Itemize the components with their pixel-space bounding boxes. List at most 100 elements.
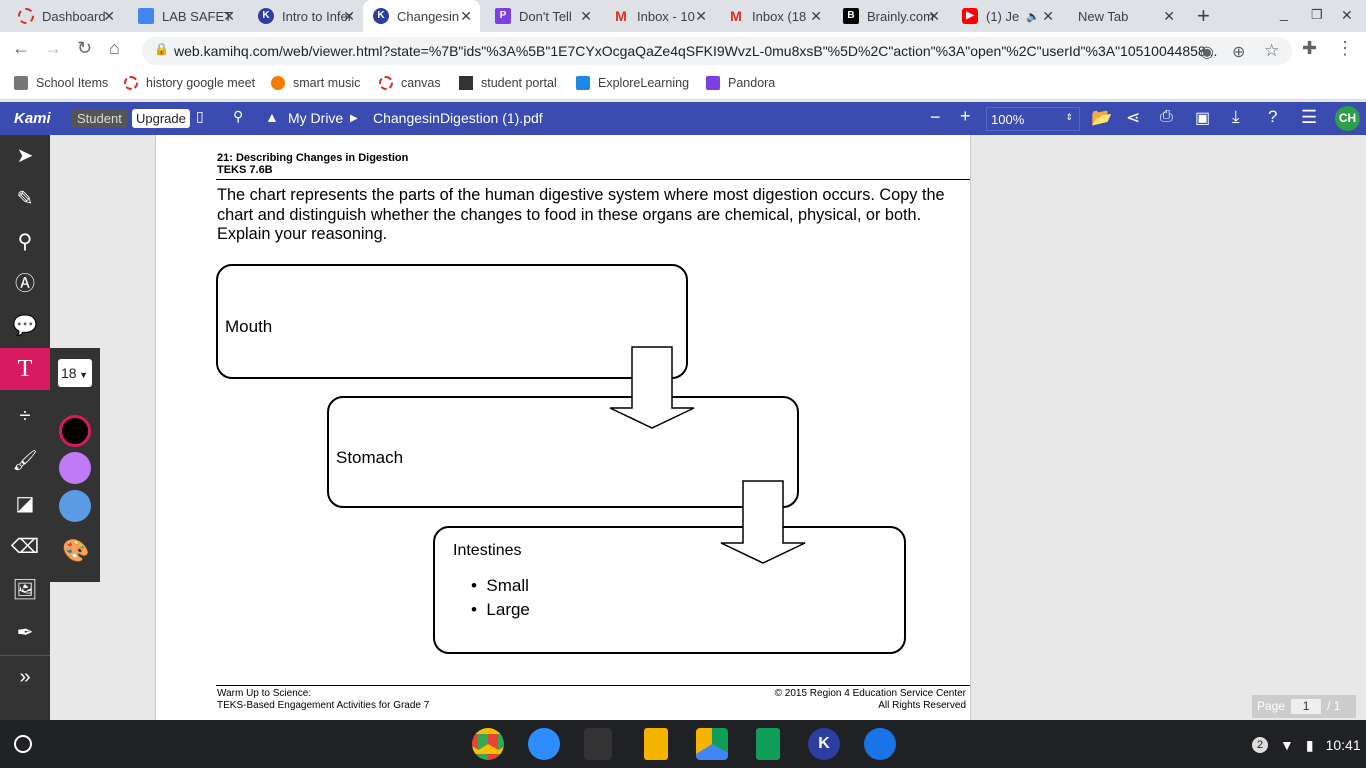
kami-app-icon[interactable]: K [808,728,840,760]
sheets-app-icon[interactable] [756,728,780,760]
intestines-box [433,526,906,654]
kami-logo: Kami [14,110,51,127]
bookmark-pandora[interactable]: Pandora [706,76,775,90]
help-icon[interactable]: ? [1268,107,1278,126]
close-icon[interactable]: ✕ [343,7,355,24]
tab-dashboard[interactable]: Dashboard✕ [8,0,123,32]
arrow-down-icon [609,346,695,429]
my-drive-link[interactable]: My Drive [288,110,344,126]
zoom-select[interactable]: 100%⇕ [986,107,1080,131]
dictionary-tool-icon[interactable]: ⚲ [17,231,33,253]
image-tool-icon[interactable]: 🖼 [12,579,38,601]
canvas-icon [18,8,34,24]
close-icon[interactable]: ✕ [1042,7,1054,24]
files-app-icon[interactable] [864,728,896,760]
extensions-icon[interactable]: ✚ [1302,38,1318,58]
new-tab-button[interactable]: + [1197,3,1210,28]
color-swatch-purple[interactable] [59,452,91,484]
launcher-icon[interactable] [14,735,32,753]
expand-icon[interactable]: » [0,655,50,697]
mouth-box [216,264,688,379]
markup-tool-icon[interactable]: Ⓐ [15,273,35,295]
folder-open-icon[interactable]: 📂 [1091,108,1113,127]
menu-icon[interactable]: ⋮ [1336,38,1354,58]
highlight-tool-icon[interactable]: ✎ [16,188,34,210]
bookmark-smart-music[interactable]: smart music [271,76,360,90]
color-swatch-blue[interactable] [59,490,91,522]
signature-tool-icon[interactable]: ✒ [16,622,34,644]
slides-app-icon[interactable] [644,728,668,760]
add-icon[interactable]: ⊕ [1232,44,1246,61]
close-icon[interactable]: ✕ [580,7,592,24]
upgrade-button[interactable]: Upgrade [132,109,190,128]
search-icon[interactable]: ⚲ [233,108,244,124]
system-tray[interactable]: 2 ▼▮ 10:41 [1252,732,1366,758]
back-icon[interactable]: ← [12,38,30,58]
close-window-button[interactable]: ✕ [1341,7,1353,23]
bookmark-canvas[interactable]: canvas [379,76,441,90]
drive-app-icon[interactable] [696,728,728,760]
bookmarks-bar: School Items history google meet smart m… [0,68,1366,100]
tab-new[interactable]: New Tab ✕ [1068,0,1183,32]
location-icon[interactable]: ◉ [1200,44,1214,61]
sidebar-toggle-icon[interactable]: ▯ [196,108,204,124]
close-icon[interactable]: ✕ [103,7,115,24]
file-name: ChangesinDigestion (1).pdf [373,110,543,126]
reload-icon[interactable]: ↻ [77,38,93,58]
tab-youtube[interactable]: ▶(1) Je🔈✕ [952,0,1062,32]
close-icon[interactable]: ✕ [460,7,472,24]
url-field[interactable]: 🔒web.kamihq.com/web/viewer.html?state=%7… [142,37,1292,65]
page-navigator: Page 1 / 1 [1252,695,1356,718]
student-badge: Student [72,109,127,128]
canvas-icon [379,76,393,90]
draw-tool-icon[interactable]: 🖌 [12,450,38,472]
close-icon[interactable]: ✕ [928,7,940,24]
print-icon[interactable]: ⎙ [1160,108,1173,125]
smartmusic-icon [271,76,285,90]
tab-title: Inbox - 10 [637,8,695,24]
close-icon[interactable]: ✕ [695,7,707,24]
chrome-app-icon[interactable] [472,728,504,760]
shapes-tool-icon[interactable]: ◪ [15,493,35,515]
calculator-app-icon[interactable] [584,728,612,760]
equation-tool-icon[interactable]: ÷ [19,405,31,427]
close-icon[interactable]: ✕ [810,7,822,24]
download-icon[interactable]: ⤓ [1232,107,1240,126]
bookmark-explorelearning[interactable]: ExploreLearning [576,76,689,90]
close-icon[interactable]: ✕ [1163,7,1175,24]
comment-tool-icon[interactable]: 💬 [12,315,38,337]
zoom-out-button[interactable]: − [930,107,941,127]
tab-title: New Tab [1078,8,1129,24]
zoom-in-button[interactable]: + [960,106,971,126]
forward-icon[interactable]: → [44,38,62,58]
home-icon[interactable]: ⌂ [109,38,120,58]
footer-right: All Rights Reserved [878,700,966,711]
page-input[interactable]: 1 [1291,699,1322,714]
text-tool-icon[interactable]: T [0,348,50,390]
restore-button[interactable]: ❐ [1311,7,1323,22]
zoom-app-icon[interactable] [528,728,560,760]
font-size-select[interactable]: 18 ▼ [58,359,92,387]
bookmark-school-items[interactable]: School Items [14,76,108,90]
bookmark-history[interactable]: history google meet [124,76,255,90]
star-icon[interactable]: ☆ [1264,41,1280,60]
save-icon[interactable]: ▣ [1195,110,1211,127]
minimize-button[interactable]: _ [1280,5,1288,21]
canvas-icon [124,76,138,90]
avatar[interactable]: CH [1335,106,1360,131]
share-icon[interactable]: ⋖ [1126,108,1141,127]
color-swatch-black[interactable] [59,415,91,447]
menu-icon[interactable]: ☰ [1301,107,1318,127]
eraser-tool-icon[interactable]: ⌫ [10,536,40,558]
tab-lab-safety[interactable]: LAB SAFETY✕ [128,0,243,32]
select-tool-icon[interactable]: ➤ [16,145,34,167]
close-icon[interactable]: ✕ [223,7,235,24]
palette-icon[interactable]: 🎨 [62,538,90,563]
bookmark-student-portal[interactable]: student portal [459,76,557,90]
